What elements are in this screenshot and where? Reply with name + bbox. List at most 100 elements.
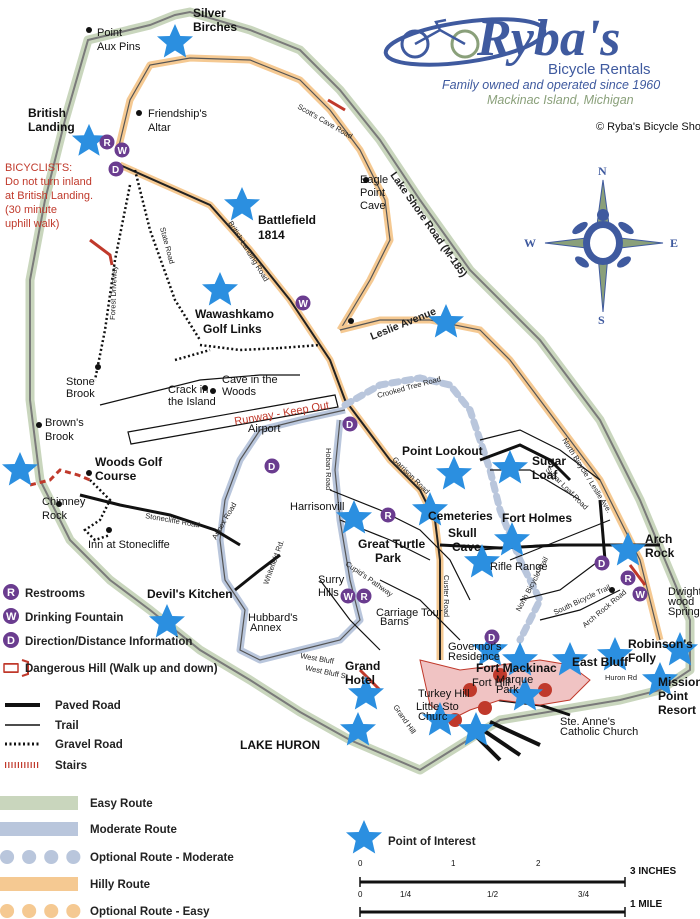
svg-text:Custer Road: Custer Road bbox=[442, 575, 451, 617]
svg-text:Hotel: Hotel bbox=[345, 673, 375, 687]
brand-tagline: Family owned and operated since 1960 bbox=[442, 78, 660, 92]
svg-text:Folly: Folly bbox=[628, 651, 656, 665]
svg-text:the Island: the Island bbox=[168, 396, 216, 408]
legend-gravel: Gravel Road bbox=[55, 739, 123, 751]
svg-text:R: R bbox=[7, 587, 15, 599]
poi-star-silver-birches[interactable] bbox=[157, 24, 193, 58]
svg-text:Spring: Spring bbox=[668, 606, 700, 618]
svg-text:Fort Holmes: Fort Holmes bbox=[502, 511, 572, 525]
map-dots bbox=[36, 27, 615, 593]
map-symbols: R W D W D D R W R D R W D bbox=[99, 134, 648, 645]
svg-text:Airport: Airport bbox=[248, 423, 280, 435]
legend-opt-moderate: Optional Route - Moderate bbox=[90, 852, 234, 864]
compass-n: N bbox=[598, 164, 607, 178]
svg-text:Whitefield Rd.: Whitefield Rd. bbox=[261, 539, 285, 586]
legend-easy: Easy Route bbox=[90, 798, 153, 810]
compass-w: W bbox=[524, 236, 536, 250]
svg-text:Landing: Landing bbox=[28, 120, 75, 134]
svg-text:Point Lookout: Point Lookout bbox=[402, 444, 483, 458]
svg-text:Robinson's: Robinson's bbox=[628, 637, 693, 651]
svg-text:Cemeteries: Cemeteries bbox=[428, 509, 493, 523]
svg-text:Dwight-: Dwight- bbox=[668, 586, 700, 598]
svg-text:East Bluff: East Bluff bbox=[572, 655, 629, 669]
town-area bbox=[419, 659, 591, 762]
legend-paved: Paved Road bbox=[55, 700, 121, 712]
svg-text:Point: Point bbox=[360, 187, 385, 199]
svg-text:Sugar: Sugar bbox=[532, 454, 566, 468]
legend-stairs: Stairs bbox=[55, 760, 87, 772]
svg-text:Carriage Tour: Carriage Tour bbox=[376, 607, 443, 619]
svg-text:2: 2 bbox=[536, 859, 541, 868]
svg-text:LAKE HURON: LAKE HURON bbox=[240, 738, 320, 752]
svg-text:3/4: 3/4 bbox=[578, 890, 590, 899]
svg-text:Point: Point bbox=[658, 689, 688, 703]
svg-text:Forest Driveway: Forest Driveway bbox=[108, 265, 119, 320]
svg-text:Marque: Marque bbox=[496, 674, 533, 686]
brand-logo: Ryba's Bicycle Rentals Family owned and … bbox=[383, 10, 700, 133]
svg-text:Fort Mackinac: Fort Mackinac bbox=[476, 661, 557, 675]
svg-text:at British Landing.: at British Landing. bbox=[5, 190, 93, 202]
svg-text:Woods: Woods bbox=[222, 386, 257, 398]
svg-text:1: 1 bbox=[451, 859, 456, 868]
svg-text:D: D bbox=[598, 559, 605, 570]
place-labels: Point Aux Pins Silver Birches British La… bbox=[28, 6, 700, 752]
brand-copyright: © Ryba's Bicycle Shop bbox=[596, 121, 700, 133]
svg-text:Residence: Residence bbox=[448, 651, 500, 663]
brand-location: Mackinac Island, Michigan bbox=[487, 93, 634, 107]
svg-text:Brook: Brook bbox=[45, 431, 74, 443]
svg-text:Devil's Kitchen: Devil's Kitchen bbox=[147, 587, 233, 601]
svg-text:Park: Park bbox=[496, 684, 519, 696]
svg-text:Harrisonvill: Harrisonvill bbox=[290, 501, 344, 513]
svg-text:W: W bbox=[299, 299, 309, 310]
svg-text:Silver: Silver bbox=[193, 6, 226, 20]
svg-text:W: W bbox=[6, 611, 17, 623]
svg-text:Brook: Brook bbox=[66, 388, 95, 400]
legend-opt-easy: Optional Route - Easy bbox=[90, 906, 210, 918]
svg-text:Governor's: Governor's bbox=[448, 641, 502, 653]
svg-text:Golf Links: Golf Links bbox=[203, 322, 262, 336]
svg-text:Point: Point bbox=[97, 27, 122, 39]
map-legend: R Restrooms W Drinking Fountain D Direct… bbox=[0, 584, 476, 918]
svg-text:D: D bbox=[268, 462, 275, 473]
svg-text:Park: Park bbox=[375, 551, 401, 565]
svg-text:Garrison Road: Garrison Road bbox=[391, 455, 432, 496]
svg-text:Brown's: Brown's bbox=[45, 417, 84, 429]
svg-text:1814: 1814 bbox=[258, 228, 285, 242]
svg-text:Great Turtle: Great Turtle bbox=[358, 537, 425, 551]
svg-text:Surry: Surry bbox=[318, 574, 345, 586]
compass-s: S bbox=[598, 313, 605, 327]
svg-text:Chimney: Chimney bbox=[42, 496, 86, 508]
poi-star-wawashkamo[interactable] bbox=[202, 272, 238, 306]
scale-bar: 0 1 2 3 INCHES 0 1/4 1/2 3/4 1 MILE bbox=[358, 859, 676, 917]
svg-text:Little Sto: Little Sto bbox=[416, 701, 459, 713]
svg-text:Skull: Skull bbox=[448, 526, 477, 540]
svg-text:0: 0 bbox=[358, 890, 363, 899]
svg-text:wood: wood bbox=[667, 596, 694, 608]
svg-text:Birches: Birches bbox=[193, 20, 237, 34]
svg-text:Aux Pins: Aux Pins bbox=[97, 41, 141, 53]
svg-text:W: W bbox=[118, 146, 128, 157]
poi-star-point-lookout[interactable] bbox=[436, 456, 472, 490]
svg-text:Rifle Range: Rifle Range bbox=[490, 561, 547, 573]
svg-text:Resort: Resort bbox=[658, 703, 696, 717]
svg-text:West Bluff St.: West Bluff St. bbox=[305, 663, 351, 681]
poi-star-fort-holmes[interactable] bbox=[494, 522, 530, 556]
svg-text:Turkey Hill: Turkey Hill bbox=[418, 688, 470, 700]
brand-subtitle: Bicycle Rentals bbox=[548, 61, 651, 78]
svg-text:R: R bbox=[361, 592, 369, 603]
svg-text:D: D bbox=[346, 420, 353, 431]
svg-text:Stone: Stone bbox=[66, 376, 95, 388]
poi-star-battlefield[interactable] bbox=[224, 187, 260, 221]
compass-e: E bbox=[670, 236, 678, 250]
dangerous-hills bbox=[29, 98, 647, 692]
svg-text:Rock: Rock bbox=[645, 546, 675, 560]
legend-restrooms: Restrooms bbox=[25, 588, 85, 600]
svg-text:R: R bbox=[625, 574, 633, 585]
legend-dangerous: Dangerous Hill (Walk up and down) bbox=[25, 663, 218, 675]
svg-text:Grand: Grand bbox=[345, 659, 380, 673]
svg-text:R: R bbox=[385, 511, 393, 522]
svg-text:Hoban Road: Hoban Road bbox=[324, 448, 333, 490]
svg-text:Barns: Barns bbox=[380, 616, 409, 628]
svg-text:3 INCHES: 3 INCHES bbox=[630, 866, 676, 877]
